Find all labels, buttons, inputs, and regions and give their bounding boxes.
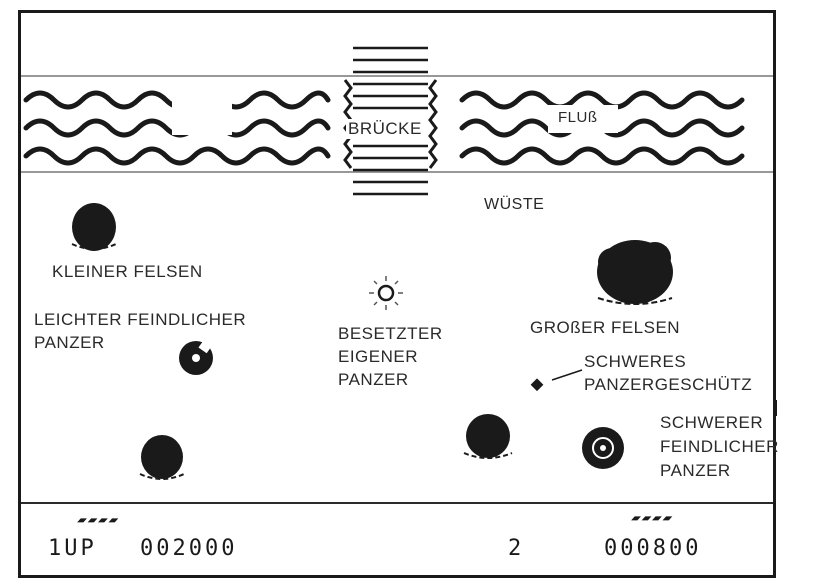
- player-label: 1UP: [48, 536, 97, 561]
- lives-right-icon: ▰▰▰▰: [629, 510, 677, 526]
- own-tank-label-line1: BESETZTER: [338, 324, 443, 343]
- game-screen-frame: [18, 10, 776, 578]
- light-tank-label-line1: LEICHTER FEINDLICHER: [34, 310, 247, 329]
- bridge-label: BRÜCKE: [346, 119, 424, 139]
- own-tank-label-line2: EIGENER: [338, 347, 419, 366]
- score: 002000: [140, 536, 238, 561]
- river-label: FLUß: [558, 109, 598, 126]
- hud-divider: [21, 502, 773, 504]
- light-tank-label-line2: PANZER: [34, 333, 105, 352]
- level-number: 2: [508, 536, 525, 561]
- heavy-tank-label-line1: SCHWERER: [660, 413, 764, 432]
- heavy-tank-label-line2: FEINDLICHER: [660, 437, 779, 456]
- lives-left-icon: ▰▰▰▰: [75, 512, 123, 528]
- high-score: 000800: [604, 536, 702, 561]
- heavy-gun-label-line2: PANZERGESCHÜTZ: [584, 375, 753, 394]
- heavy-tank-label-line3: PANZER: [660, 461, 731, 480]
- big-rock-label: GROßER FELSEN: [530, 318, 681, 337]
- own-tank-label-line3: PANZER: [338, 370, 409, 389]
- small-rock-label: KLEINER FELSEN: [52, 262, 203, 281]
- heavy-gun-label-line1: SCHWERES: [584, 352, 687, 371]
- desert-label: WÜSTE: [484, 196, 545, 213]
